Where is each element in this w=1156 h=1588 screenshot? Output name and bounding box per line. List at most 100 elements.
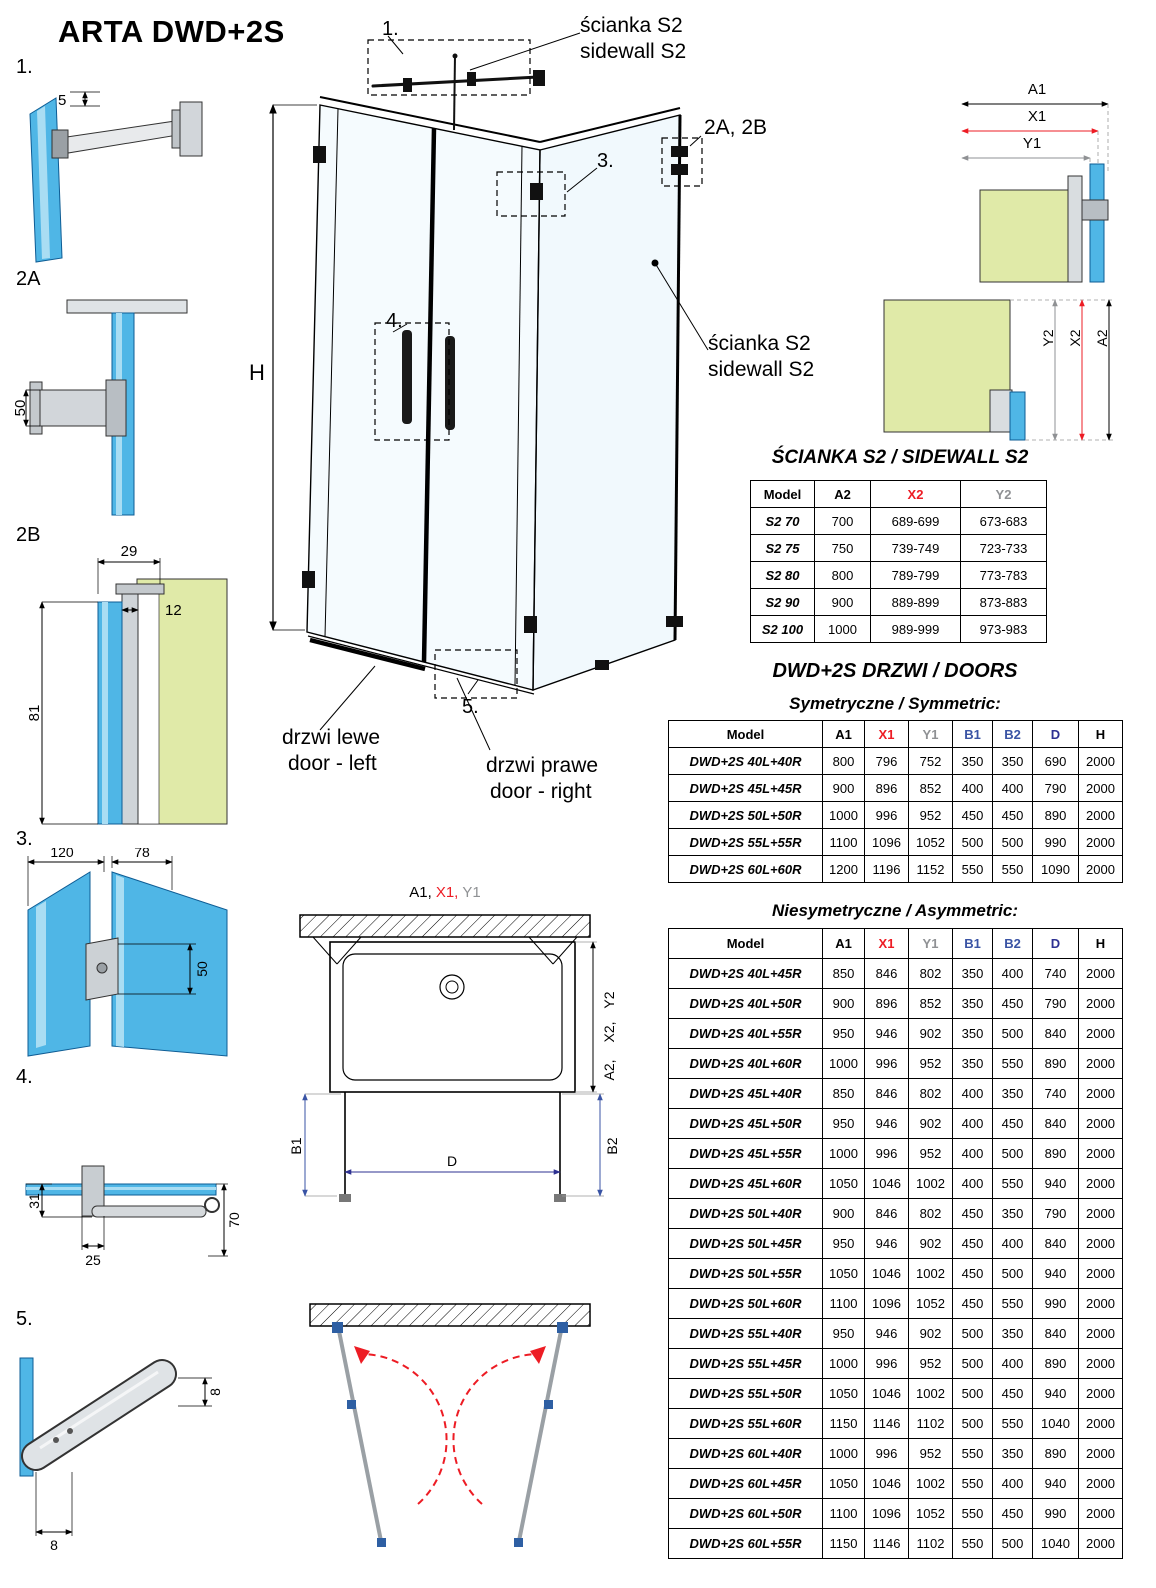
height-label: H (249, 360, 265, 385)
value-cell: 840 (1032, 1018, 1079, 1049)
value-cell: 1002 (908, 1168, 953, 1199)
plan-y1-label: Y1 (462, 884, 481, 901)
value-cell: 1052 (908, 1498, 953, 1529)
bottom-profile (21, 1359, 177, 1471)
sidewall-top-label-en: sidewall S2 (580, 40, 687, 63)
model-cell: DWD+2S 50L+50R (668, 801, 823, 829)
bottom-threshold (307, 635, 609, 695)
left-swing-arrow (354, 1346, 448, 1505)
dim-label-25: 25 (85, 1252, 101, 1268)
value-cell: 789-799 (870, 561, 961, 589)
model-cell: DWD+2S 60L+50R (668, 1498, 823, 1529)
clamp (1081, 199, 1109, 221)
x1-label: X1 (1028, 108, 1046, 125)
model-cell: DWD+2S 45L+40R (668, 1078, 823, 1109)
dimension-x1: X1 (961, 108, 1099, 168)
value-cell: 350 (992, 1318, 1033, 1349)
detail-5-drawing: 8 8 (19, 1357, 223, 1553)
callout-box-5 (434, 649, 518, 699)
value-cell: 990 (1032, 1288, 1079, 1319)
value-cell: 1052 (908, 1288, 953, 1319)
model-cell: DWD+2S 50L+60R (668, 1288, 823, 1319)
value-cell: 902 (908, 1318, 953, 1349)
open-doors (339, 1092, 566, 1202)
value-cell: 2000 (1078, 1228, 1123, 1259)
left-pivot-hinge (332, 1322, 343, 1333)
value-cell: 450 (992, 1498, 1033, 1529)
model-cell: DWD+2S 55L+45R (668, 1348, 823, 1379)
symmetric-subtitle: Symetryczne / Symmetric: (789, 694, 1001, 713)
value-cell: 1046 (864, 1378, 909, 1409)
value-cell: 400 (992, 1348, 1033, 1379)
value-cell: 889-899 (870, 588, 961, 616)
plan-y2-label: Y2 (601, 991, 617, 1008)
dimension-25: 25 (81, 1216, 105, 1268)
model-cell: DWD+2S 55L+50R (668, 1378, 823, 1409)
wall-bar (299, 914, 591, 938)
dimension-70: 70 (208, 1183, 240, 1257)
value-cell: 1040 (1032, 1528, 1079, 1559)
value-cell: 500 (952, 1318, 993, 1349)
value-cell: 450 (992, 801, 1033, 829)
value-cell: 852 (908, 988, 953, 1019)
sidewall-wall-brackets (666, 146, 688, 627)
value-cell: 750 (814, 534, 871, 562)
value-cell: 1002 (908, 1468, 953, 1499)
dimension-b1: B1 (288, 1093, 341, 1197)
column-header: D (1032, 720, 1079, 748)
dim-label-70: 70 (226, 1212, 240, 1228)
model-cell: DWD+2S 60L+60R (668, 855, 823, 883)
value-cell: 740 (1032, 1078, 1079, 1109)
value-cell: 550 (992, 1408, 1033, 1439)
value-cell: 500 (992, 1528, 1033, 1559)
model-cell: DWD+2S 50L+40R (668, 1198, 823, 1229)
glass-panel (1089, 163, 1105, 283)
value-cell: 990 (1032, 1498, 1079, 1529)
value-cell: 2000 (1078, 1018, 1123, 1049)
plan-a1-label: A1, (409, 884, 432, 901)
value-cell: 952 (908, 1438, 953, 1469)
value-cell: 996 (864, 1348, 909, 1379)
dimension-x2: X2 (1067, 299, 1085, 441)
dimension-8-v: 8 (178, 1377, 223, 1407)
dim-label-5: 5 (58, 92, 66, 109)
column-header: Model (668, 720, 823, 748)
value-cell: 740 (1032, 958, 1079, 989)
value-cell: 550 (992, 1288, 1033, 1319)
value-cell: 2000 (1078, 1138, 1123, 1169)
value-cell: 2000 (1078, 774, 1123, 802)
value-cell: 900 (822, 988, 865, 1019)
value-cell: 900 (814, 588, 871, 616)
value-cell: 2000 (1078, 1288, 1123, 1319)
callout-box-2ab (661, 137, 703, 187)
value-cell: 500 (992, 1138, 1033, 1169)
value-cell: 689-699 (870, 507, 961, 535)
dimension-50: 50 (12, 389, 40, 427)
value-cell: 2000 (1078, 801, 1123, 829)
value-cell: 1146 (864, 1528, 909, 1559)
value-cell: 2000 (1078, 1048, 1123, 1079)
value-cell: 723-733 (960, 534, 1047, 562)
value-cell: 2000 (1078, 747, 1123, 775)
value-cell: 350 (992, 1078, 1033, 1109)
dimension-a1: A1 (961, 81, 1109, 174)
value-cell: 550 (992, 855, 1033, 883)
value-cell: 500 (952, 828, 993, 856)
model-cell: S2 70 (750, 507, 815, 535)
model-cell: DWD+2S 45L+55R (668, 1138, 823, 1169)
front-doors-panel (306, 104, 541, 691)
value-cell: 2000 (1078, 1258, 1123, 1289)
value-cell: 739-749 (870, 534, 961, 562)
dim-label-8v: 8 (207, 1388, 223, 1396)
sidewall-right-label-en: sidewall S2 (708, 358, 815, 381)
page-title: ARTA DWD+2S (58, 14, 285, 49)
value-cell: 1146 (864, 1408, 909, 1439)
value-cell: 2000 (1078, 1198, 1123, 1229)
